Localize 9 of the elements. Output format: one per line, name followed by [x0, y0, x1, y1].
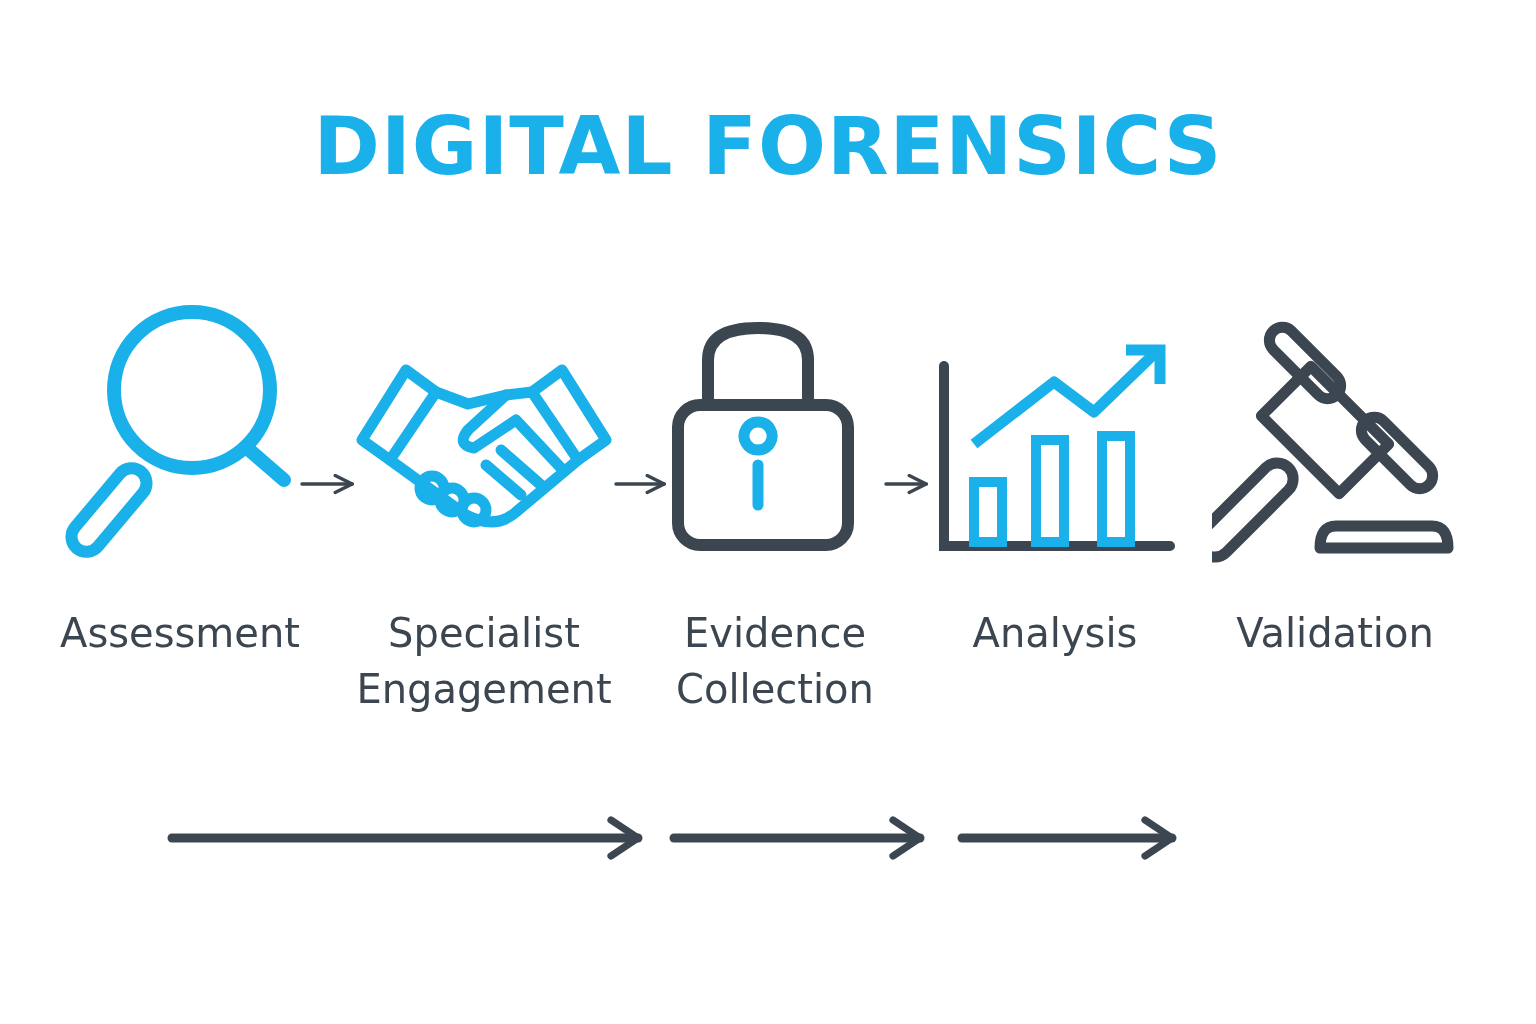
arrow — [300, 473, 354, 495]
arrow — [884, 473, 928, 495]
step-label: Specialist Engagement — [355, 609, 613, 714]
step-label: Validation — [1235, 609, 1435, 658]
step-label: Analysis — [971, 609, 1139, 658]
step-label: Evidence Collection — [675, 609, 875, 714]
diagram-title: DIGITAL FORENSICS — [312, 100, 1224, 193]
arrow — [614, 473, 666, 495]
step-label: Assessment — [59, 609, 301, 658]
